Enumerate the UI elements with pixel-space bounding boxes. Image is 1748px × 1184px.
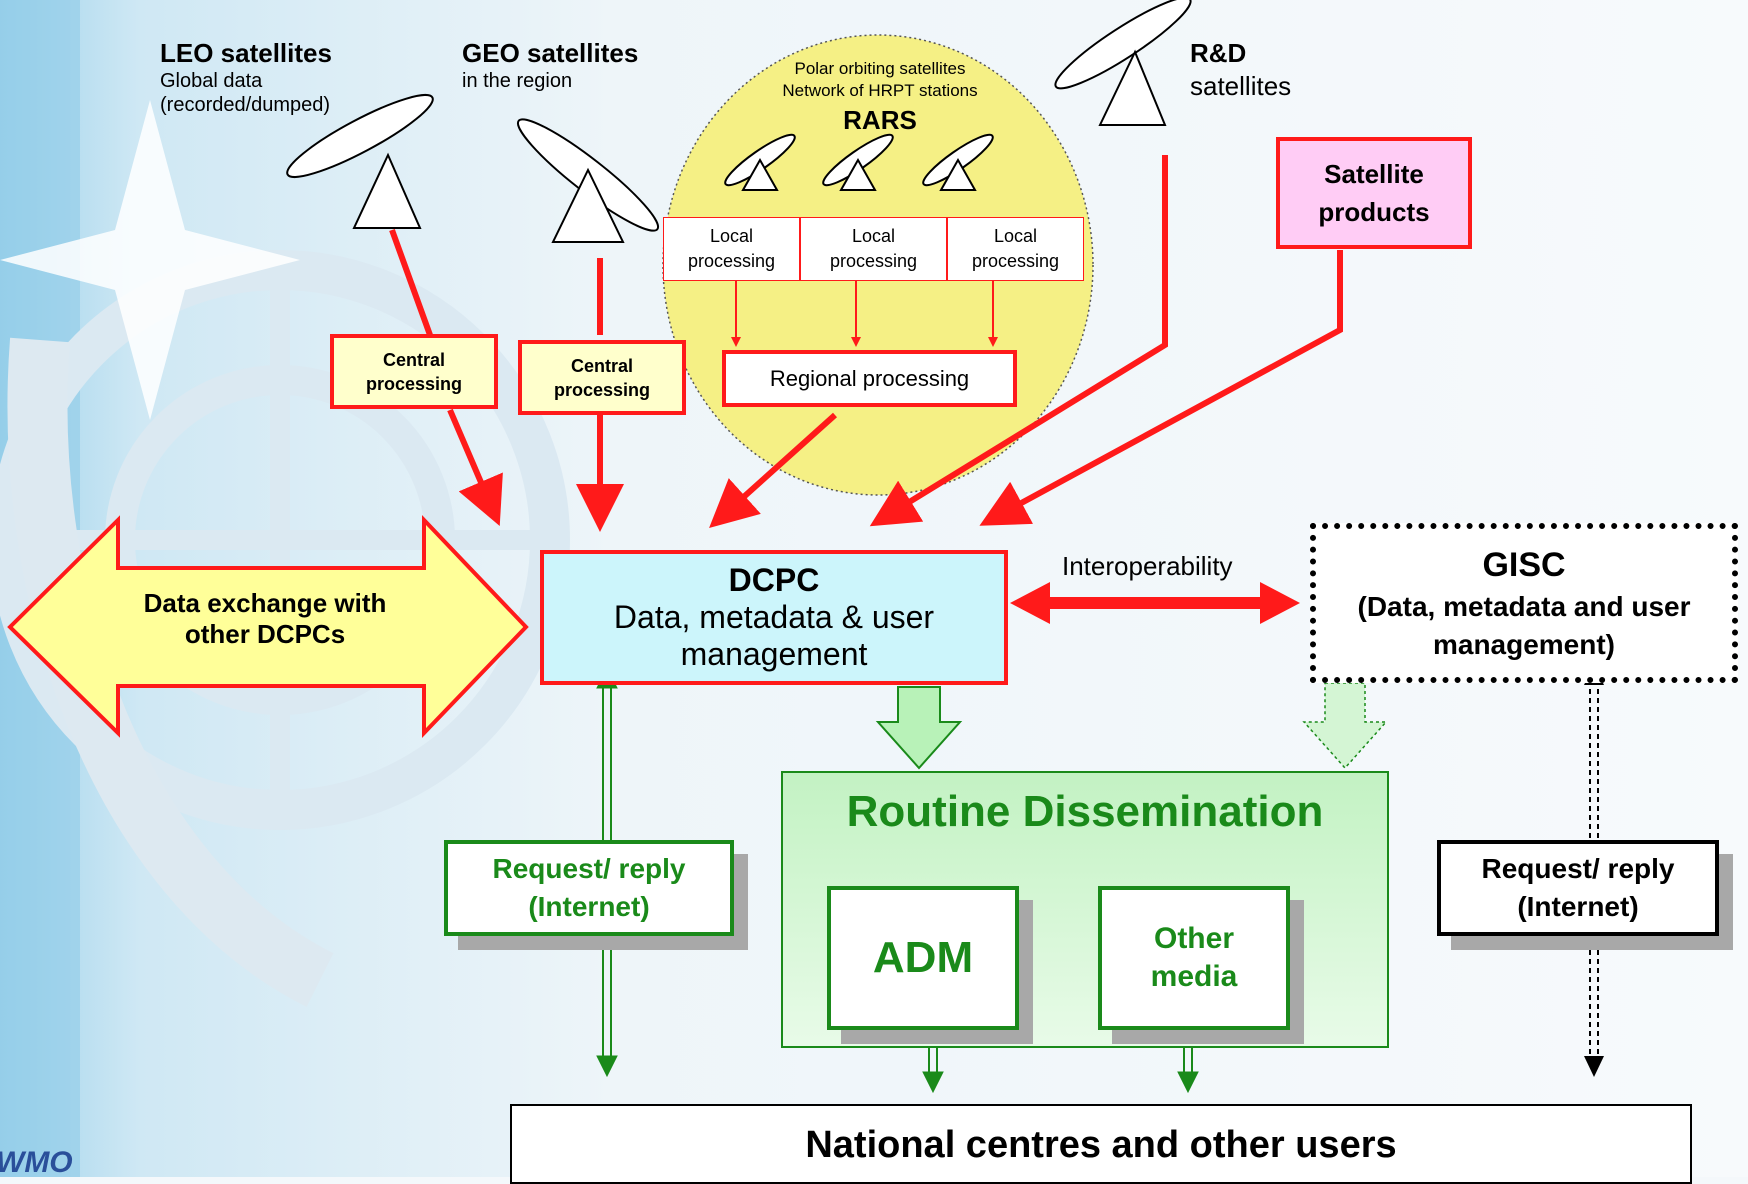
leo-line1: Global data <box>160 70 263 92</box>
request-reply-box-left: Request/ reply (Internet) <box>444 840 734 936</box>
gisc-box: GISC (Data, metadata and user management… <box>1310 523 1738 683</box>
central-processing-2-line2: processing <box>553 379 651 400</box>
other-media-box: Other media <box>1098 886 1290 1030</box>
central1-to-dcpc-arrow <box>447 408 503 527</box>
adm-box: ADM <box>827 886 1019 1030</box>
local-processing-box-1: Local processing <box>663 217 800 281</box>
central-processing-box-2: Central processing <box>518 340 686 415</box>
rd-dish-icon <box>1054 0 1192 126</box>
rars-line1: Polar orbiting satellites <box>794 59 966 78</box>
geo-title: GEO satellites <box>462 38 639 68</box>
request-reply-right-line2: (Internet) <box>1517 891 1639 922</box>
satellite-products-line1: Satellite <box>1324 159 1424 189</box>
leo-line2: (recorded/dumped) <box>160 94 331 116</box>
satellite-products-line2: products <box>1318 197 1430 227</box>
data-exchange-line2: other DCPCs <box>184 619 346 649</box>
national-centres-box: National centres and other users <box>510 1104 1692 1184</box>
geo-header: GEO satellites in the region <box>462 38 638 93</box>
rd-to-dcpc-arrow <box>869 155 1168 527</box>
dcpc-title: DCPC <box>728 562 820 598</box>
gisc-to-routine-arrow <box>1302 682 1388 770</box>
interoperability-arrow <box>1010 582 1300 624</box>
data-exchange-label: Data exchange with other DCPCs <box>60 588 470 650</box>
gisc-title: GISC <box>1482 546 1566 584</box>
satellite-products-box: Satellite products <box>1276 137 1472 249</box>
request-reply-box-right: Request/ reply (Internet) <box>1437 840 1719 936</box>
local-processing-box-3: Local processing <box>947 217 1084 281</box>
local-processing-3-line2: processing <box>971 251 1060 271</box>
request-reply-right-line1: Request/ reply <box>1481 853 1675 884</box>
products-to-dcpc-arrow <box>979 250 1343 526</box>
rars-header: Polar orbiting satellites Network of HRP… <box>730 58 1030 138</box>
rd-title: R&D <box>1190 38 1247 68</box>
compass-star-icon <box>0 100 300 420</box>
rars-line2: Network of HRPT stations <box>782 81 978 100</box>
local-processing-2-line2: processing <box>829 251 918 271</box>
regional-to-dcpc-arrow <box>709 412 838 529</box>
geo-line1: in the region <box>462 70 573 92</box>
other-media-line2: media <box>1150 960 1238 993</box>
local-processing-1-line2: processing <box>687 251 776 271</box>
wmo-logo: WMO <box>0 1146 73 1179</box>
gisc-line2: management) <box>1432 629 1616 660</box>
rd-header: R&D satellites <box>1190 38 1291 103</box>
local-processing-2-line1: Local <box>851 226 896 246</box>
regional-processing-label: Regional processing <box>769 365 970 391</box>
interoperability-label: Interoperability <box>1062 551 1233 581</box>
data-exchange-line1: Data exchange with <box>143 588 387 618</box>
national-centres-label: National centres and other users <box>805 1124 1397 1166</box>
other-media-line1: Other <box>1153 922 1234 955</box>
geo-dish-icon <box>516 118 660 243</box>
local-processing-1-line1: Local <box>709 226 754 246</box>
request-reply-left-line1: Request/ reply <box>492 853 686 884</box>
local-processing-3-line1: Local <box>993 226 1038 246</box>
rars-title: RARS <box>843 105 917 135</box>
dcpc-to-routine-arrow <box>875 686 963 770</box>
central-processing-1-line2: processing <box>365 373 463 394</box>
central-processing-1-line1: Central <box>382 349 445 370</box>
regional-processing-box: Regional processing <box>722 350 1017 407</box>
dcpc-box: DCPC Data, metadata & user management <box>540 550 1008 685</box>
central-processing-2-line1: Central <box>570 355 633 376</box>
adm-label: ADM <box>872 933 974 982</box>
data-exchange-arrow <box>7 515 529 738</box>
leo-to-central-line <box>389 228 433 337</box>
rars-dish-icon <box>724 133 994 191</box>
gisc-line1: (Data, metadata and user <box>1357 591 1691 622</box>
leo-title: LEO satellites <box>160 38 332 68</box>
central-processing-box-1: Central processing <box>330 334 498 409</box>
local-processing-box-2: Local processing <box>800 217 947 281</box>
rd-line1: satellites <box>1190 71 1292 101</box>
leo-dish-icon <box>286 93 434 229</box>
routine-title: Routine Dissemination <box>846 787 1324 836</box>
dcpc-line2: management <box>680 636 868 672</box>
request-reply-left-line2: (Internet) <box>528 891 650 922</box>
leo-header: LEO satellites Global data (recorded/dum… <box>160 38 332 117</box>
dcpc-line1: Data, metadata & user <box>613 599 935 635</box>
